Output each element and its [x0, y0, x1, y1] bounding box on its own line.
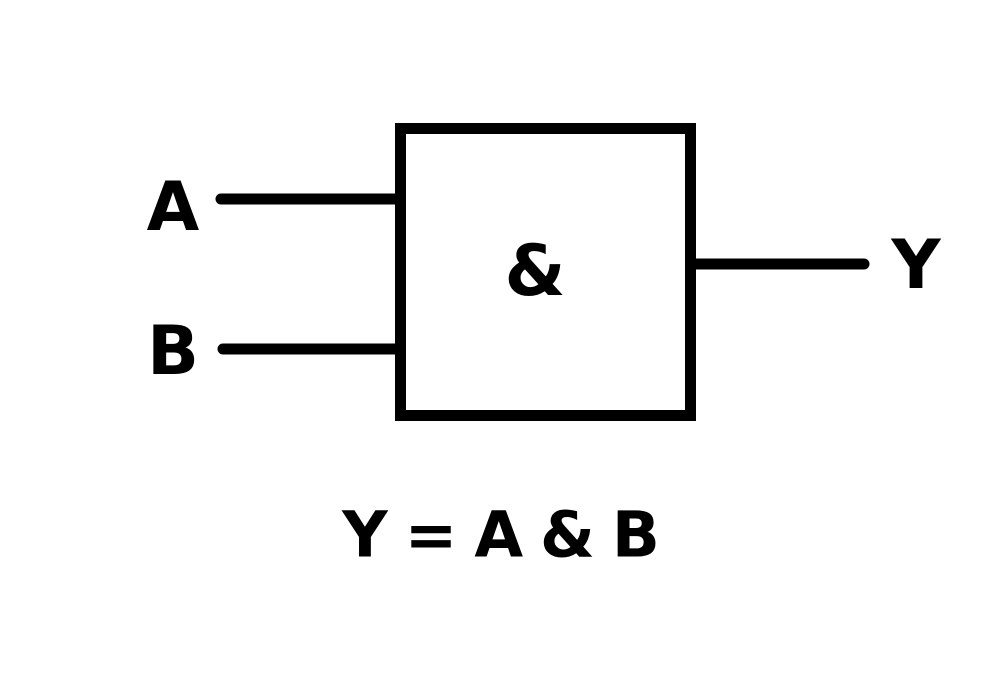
- output-y-label: Y: [891, 226, 941, 305]
- boolean-equation: Y = A & B: [342, 498, 660, 572]
- and-gate-box: [395, 123, 696, 421]
- input-b-label: B: [147, 312, 199, 391]
- and-gate-symbol: &: [504, 230, 566, 312]
- input-a-label: A: [146, 168, 200, 247]
